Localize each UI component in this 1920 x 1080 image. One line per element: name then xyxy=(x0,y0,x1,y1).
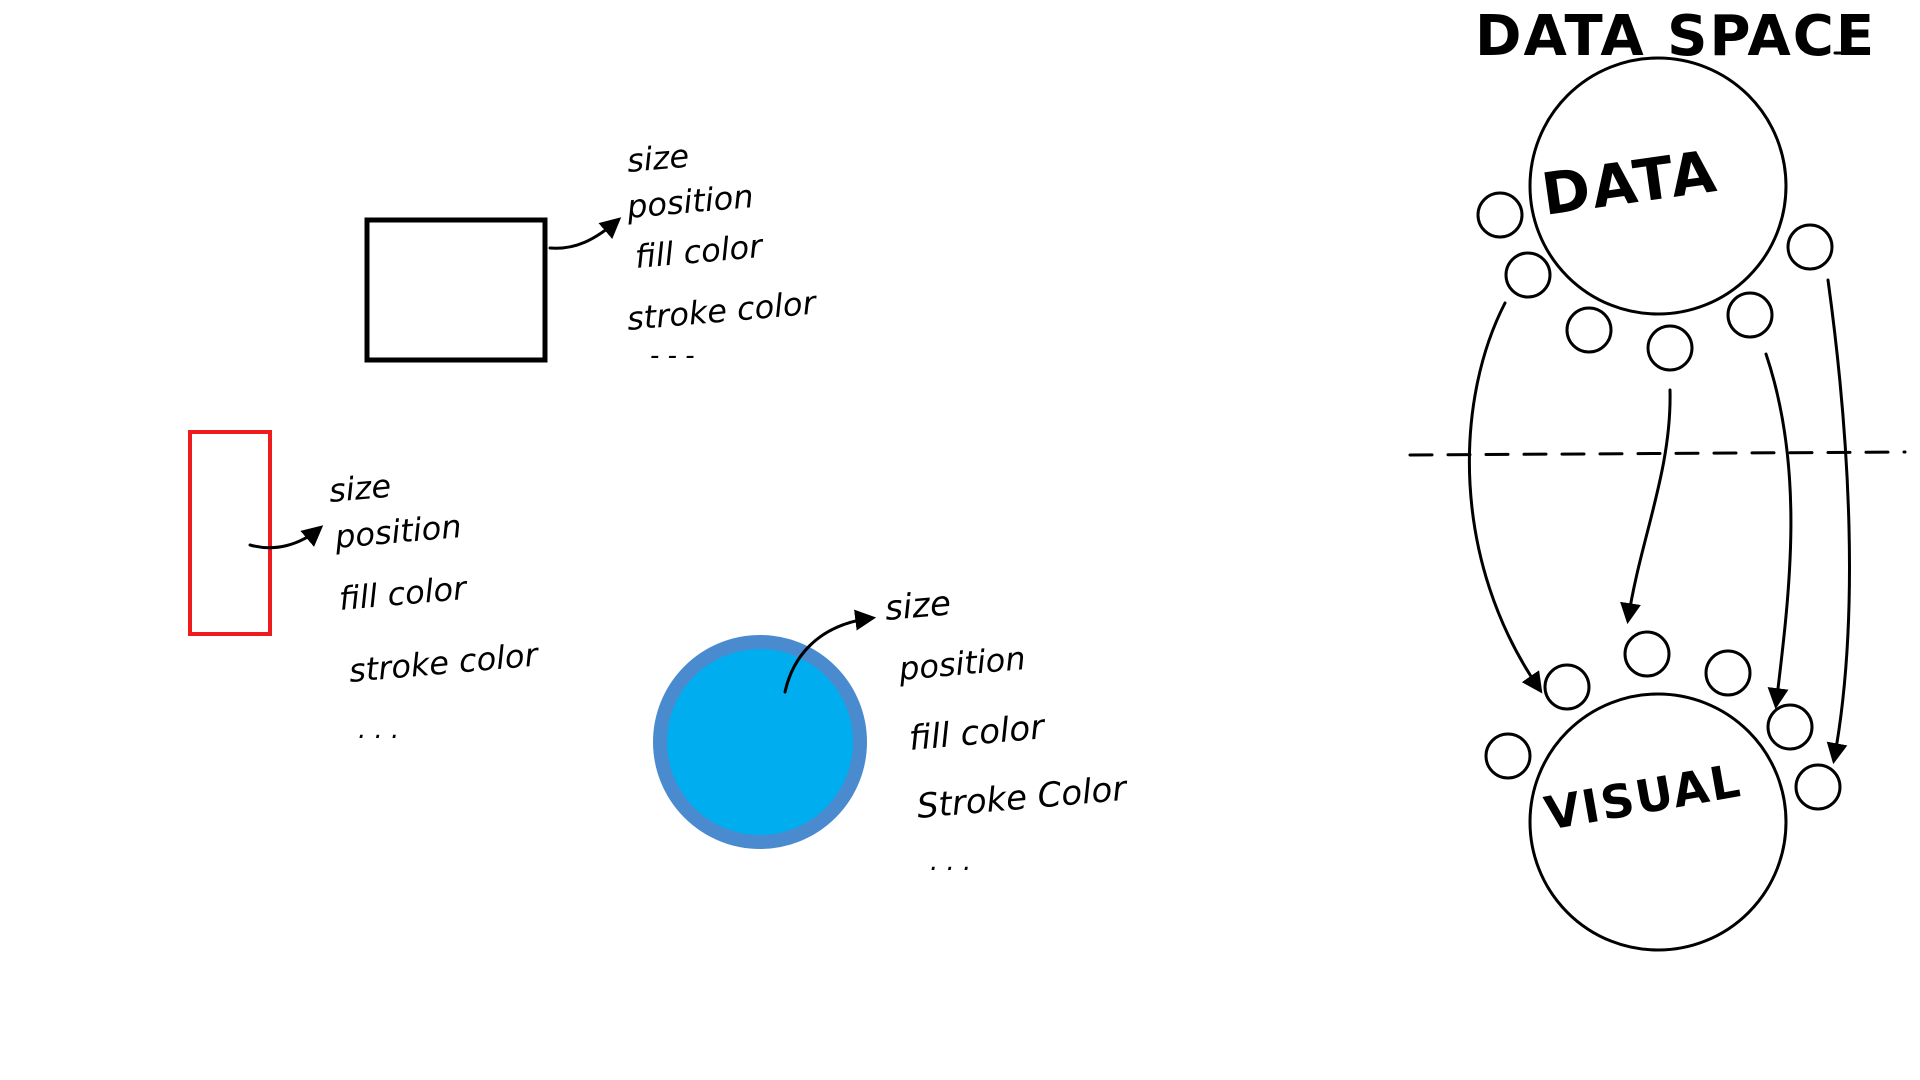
red-bar xyxy=(188,430,272,636)
data-space-group: DATA SPACE DATA VISUAL xyxy=(1408,4,1907,952)
data-attribute-node xyxy=(1786,223,1834,271)
rectangle-properties-list: size position fill color stroke color - … xyxy=(624,137,819,371)
data-visual-separator xyxy=(1408,450,1907,457)
rectangle-property-position: position xyxy=(624,177,755,226)
visual-channel-node xyxy=(1766,703,1814,751)
visual-channel-node xyxy=(1623,630,1671,678)
circle-arrow xyxy=(783,609,877,694)
data-circle xyxy=(1528,56,1788,316)
data-attribute-node xyxy=(1726,291,1774,339)
blue-circle xyxy=(653,635,867,849)
data-attribute-node xyxy=(1476,191,1524,239)
circle-property-fill-color: fill color xyxy=(907,707,1047,759)
data-attribute-node xyxy=(1646,324,1694,372)
bar-property-size: size xyxy=(327,467,392,510)
visual-circle xyxy=(1528,692,1788,952)
rectangle-arrow xyxy=(548,217,622,250)
data-circle-label: DATA xyxy=(1537,137,1721,229)
rectangle-property-fill-color: fill color xyxy=(633,227,765,276)
circle-property-size: size xyxy=(883,583,952,629)
visual-channel-node xyxy=(1704,649,1752,697)
circle-properties-list: size position fill color Stroke Color . … xyxy=(883,583,1130,877)
rectangle-group: size position fill color stroke color - … xyxy=(364,137,819,371)
data-attribute-node xyxy=(1565,306,1613,354)
visual-channel-node xyxy=(1543,663,1591,711)
rectangle-property-more: - - - xyxy=(650,341,695,371)
visual-channel-node xyxy=(1794,763,1842,811)
mapping-arrow xyxy=(1826,278,1851,765)
bar-group: size position fill color stroke color . … xyxy=(188,430,541,745)
rectangle-property-stroke-color: stroke color xyxy=(625,283,819,338)
visual-channel-node xyxy=(1484,732,1532,780)
bar-property-more: . . . xyxy=(358,715,399,745)
bar-arrow xyxy=(248,525,324,550)
circle-property-position: position xyxy=(896,639,1027,688)
black-rectangle xyxy=(364,217,548,363)
bar-properties-list: size position fill color stroke color . … xyxy=(327,467,541,745)
mapping-arrow xyxy=(1764,352,1793,710)
mapping-arrow xyxy=(1620,388,1672,625)
data-attribute-node xyxy=(1504,251,1552,299)
bar-property-fill-color: fill color xyxy=(337,569,469,618)
bar-property-position: position xyxy=(332,507,463,556)
circle-property-stroke-color: Stroke Color xyxy=(915,769,1130,827)
rectangle-property-size: size xyxy=(625,137,690,180)
bar-property-stroke-color: stroke color xyxy=(347,635,541,690)
circle-group: size position fill color Stroke Color . … xyxy=(653,583,1130,877)
mapping-arrow xyxy=(1467,301,1543,694)
circle-property-more: . . . xyxy=(930,847,971,877)
visual-circle-label: VISUAL xyxy=(1541,753,1746,841)
